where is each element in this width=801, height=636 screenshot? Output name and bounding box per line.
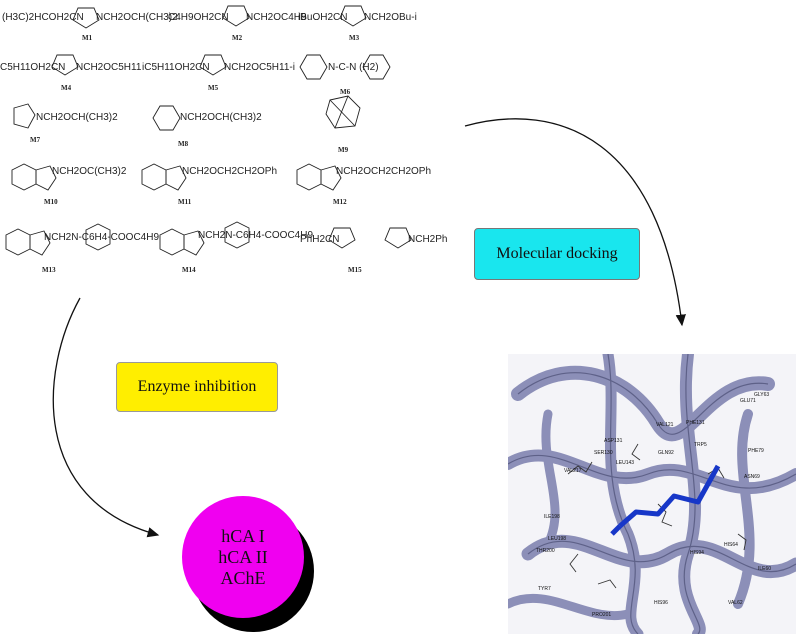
- m11-group: NCH2OCH2CH2OPh: [182, 166, 278, 177]
- m5-left-group: iC5H11OH2CN: [142, 62, 210, 73]
- residue-label: ILE198: [544, 514, 560, 520]
- residue-label: PHE79: [748, 448, 764, 454]
- m2-right-group: NCH2OC4H9: [246, 12, 307, 23]
- m4-left-group: C5H11OH2CN: [0, 62, 66, 73]
- target-hca2: hCA II: [218, 546, 268, 567]
- inhibition-label-box: Enzyme inhibition: [116, 362, 278, 412]
- residue-label: HIS94: [690, 550, 704, 556]
- m14-group: NCH2N-C6H4-COOC4H9: [198, 230, 314, 241]
- residue-label: PHE131: [686, 420, 705, 426]
- m14-label: M14: [182, 266, 196, 274]
- m11-label: M11: [178, 198, 192, 206]
- m15-label: M15: [348, 266, 362, 274]
- residue-label: VAL217: [564, 468, 582, 474]
- m8-label: M8: [178, 140, 189, 148]
- protein-ribbon-render: GLU71 PHE79 ASP131 SER130 LEU143 VAL217 …: [508, 354, 796, 634]
- m2-label: M2: [232, 34, 243, 42]
- arrow-to-inhibition: [52, 297, 160, 538]
- m4-right-group: NCH2OC5H11: [76, 62, 142, 73]
- m3-label: M3: [349, 34, 360, 42]
- structure-drawings: [5, 5, 412, 256]
- m5-label: M5: [208, 84, 219, 92]
- m13-group: NCH2N-C6H4-COOC4H9: [44, 232, 160, 243]
- m3-ring: [339, 5, 367, 27]
- m8-group: NCH2OCH(CH3)2: [180, 112, 262, 123]
- m13-label: M13: [42, 266, 56, 274]
- residue-label: ILE60: [758, 566, 771, 572]
- m15-ring-a: [328, 227, 356, 249]
- m3-left-group: iBuOH2CN: [298, 12, 348, 23]
- residue-label: GLU71: [740, 398, 756, 404]
- residue-label: PRO201: [592, 612, 611, 618]
- m10-thiazole: [35, 165, 57, 191]
- m8-ring: [152, 105, 181, 131]
- m11-oxazole: [165, 165, 187, 191]
- m13-phenyl: [85, 223, 111, 251]
- residue-label: GLN92: [658, 450, 674, 456]
- m1-right-group: NCH2OCH(CH3)2: [96, 12, 178, 23]
- m13-benzene: [5, 228, 31, 256]
- m1-ring: [72, 7, 100, 29]
- m4-ring: [51, 54, 79, 76]
- target-hca1: hCA I: [221, 525, 265, 546]
- m7-label: M7: [30, 136, 41, 144]
- m1-left-group: (H3C)2HCOH2CN: [2, 12, 84, 23]
- residue-label: TRP5: [694, 442, 707, 448]
- residue-label: LEU198: [548, 536, 566, 542]
- residue-label: SER130: [594, 450, 613, 456]
- residue-label: THR200: [536, 548, 555, 554]
- m12-benzene: [296, 163, 322, 191]
- residue-label: ASP131: [604, 438, 623, 444]
- m12-group: NCH2OCH2CH2OPh: [336, 166, 432, 177]
- m13-thiazole: [29, 230, 51, 256]
- m10-group: NCH2OC(CH3)2: [52, 166, 127, 177]
- arrow-to-docking: [464, 118, 686, 327]
- m3-right-group: NCH2OBu-i: [364, 12, 417, 23]
- m11-benzene: [141, 163, 167, 191]
- m15-ring-b: [384, 227, 412, 249]
- m6-bridge: N-C-N (H2): [328, 62, 379, 73]
- m15-left-group: PhH2CN: [300, 234, 340, 245]
- m6-ring-b: [362, 54, 391, 80]
- residue-labels: GLU71 PHE79 ASP131 SER130 LEU143 VAL217 …: [536, 392, 771, 618]
- m2-left-group: C4H9OH2CN: [168, 12, 229, 23]
- m9-label: M9: [338, 146, 349, 154]
- m1-label: M1: [82, 34, 93, 42]
- m6-ring-a: [299, 54, 328, 80]
- m14-oxazole: [183, 230, 205, 256]
- target-ache: AChE: [220, 567, 266, 588]
- m7-ring: [13, 103, 36, 129]
- m7-group: NCH2OCH(CH3)2: [36, 112, 118, 123]
- m12-label: M12: [333, 198, 347, 206]
- m6-label: M6: [340, 88, 351, 96]
- residue-label: GLY63: [754, 392, 769, 398]
- docking-label: Molecular docking: [496, 245, 618, 262]
- m12-thiazole: [320, 165, 342, 191]
- docking-pose-image: GLU71 PHE79 ASP131 SER130 LEU143 VAL217 …: [508, 354, 796, 634]
- residue-label: HIS96: [654, 600, 668, 606]
- inhibition-label: Enzyme inhibition: [137, 378, 257, 395]
- m14-benzene: [159, 228, 185, 256]
- ligand-pose: [610, 464, 721, 536]
- residue-label: ASN69: [744, 474, 760, 480]
- residue-label: VAL121: [656, 422, 674, 428]
- m14-phenyl: [224, 221, 250, 249]
- m10-benzene: [11, 163, 37, 191]
- m2-ring: [222, 5, 250, 27]
- docking-label-box: Molecular docking: [474, 228, 640, 280]
- residue-label: TYR7: [538, 586, 551, 592]
- m5-right-group: NCH2OC5H11-i: [224, 62, 295, 73]
- m10-label: M10: [44, 198, 58, 206]
- targets-circle: hCA I hCA II AChE: [182, 496, 304, 618]
- residue-label: HIS64: [724, 542, 738, 548]
- m15-right-group: NCH2Ph: [408, 234, 448, 245]
- m5-ring: [199, 54, 227, 76]
- residue-label: VAL62: [728, 600, 743, 606]
- m4-label: M4: [61, 84, 72, 92]
- residue-label: LEU143: [616, 460, 634, 466]
